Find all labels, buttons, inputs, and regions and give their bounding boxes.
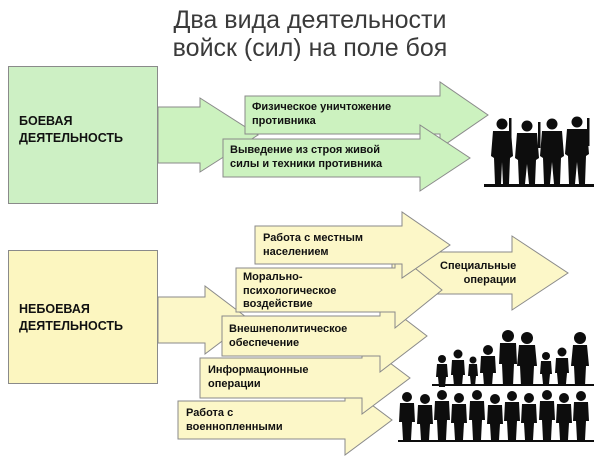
combat-label-line-2: ДЕЯТЕЛЬНОСТЬ [19, 131, 124, 145]
page-title: Два вида деятельности войск (сил) на пол… [120, 6, 500, 62]
noncombat-item-4-label: Информационные операции [208, 364, 308, 391]
noncombat-item-4-line-2: операции [208, 377, 261, 390]
noncombat-item-5-line-1: Работа с [186, 407, 234, 419]
noncombat-item-1-label: Работа с местным населением [263, 232, 363, 259]
noncombat-arrow-3 [221, 298, 428, 374]
noncombat-item-4-line-1: Информационные [208, 364, 309, 376]
noncombat-item-1-line-1: Работа с местным [263, 232, 364, 244]
noncombat-activity-box: НЕБОЕВАЯ ДЕЯТЕЛЬНОСТЬ [8, 250, 158, 384]
title-line-1: Два вида деятельности [173, 6, 447, 34]
combat-item-1-label: Физическое уничтожение противника [252, 101, 391, 128]
combat-arrow-2 [222, 124, 471, 192]
noncombat-arrow-1 [254, 211, 451, 279]
combat-item-1-line-2: противника [252, 114, 316, 127]
civilians-silhouette-icon [398, 330, 594, 442]
noncombat-item-3-line-1: Внешнеполитическое [229, 323, 348, 335]
special-operations-line-1: Специальные [440, 260, 517, 272]
noncombat-item-5-label: Работа с военнопленными [186, 407, 283, 434]
noncombat-item-2-line-3: воздействие [243, 298, 313, 310]
combat-item-2-label: Выведение из строя живой силы и техники … [230, 144, 382, 171]
noncombat-item-3-line-2: обеспечение [229, 336, 300, 349]
noncombat-item-5-line-2: военнопленными [186, 420, 283, 433]
combat-item-2-line-2: силы и техники противника [230, 157, 383, 170]
combat-label-line-1: БОЕВАЯ [19, 114, 73, 128]
noncombat-item-2-line-1: Морально- [243, 271, 303, 283]
noncombat-item-2-label: Морально- психологическое воздействие [243, 271, 336, 312]
noncombat-label-line-1: НЕБОЕВАЯ [19, 302, 90, 316]
combat-activity-label: БОЕВАЯ ДЕЯТЕЛЬНОСТЬ [19, 113, 123, 147]
title-line-2: войск (сил) на поле боя [172, 34, 448, 62]
special-operations-label: Специальные операции [440, 260, 516, 287]
special-operations-line-2: операции [463, 273, 517, 286]
noncombat-label-line-2: ДЕЯТЕЛЬНОСТЬ [19, 319, 124, 333]
noncombat-item-2-line-2: психологическое [243, 284, 337, 297]
noncombat-item-1-line-2: населением [263, 245, 329, 258]
soldiers-silhouette-icon [484, 116, 594, 187]
noncombat-activity-label: НЕБОЕВАЯ ДЕЯТЕЛЬНОСТЬ [19, 301, 123, 335]
combat-item-1-line-1: Физическое уничтожение [252, 101, 392, 113]
noncombat-arrow-2 [235, 250, 443, 330]
noncombat-item-3-label: Внешнеполитическое обеспечение [229, 323, 347, 350]
combat-activity-box: БОЕВАЯ ДЕЯТЕЛЬНОСТЬ [8, 66, 158, 204]
combat-item-2-line-1: Выведение из строя живой [230, 144, 380, 156]
